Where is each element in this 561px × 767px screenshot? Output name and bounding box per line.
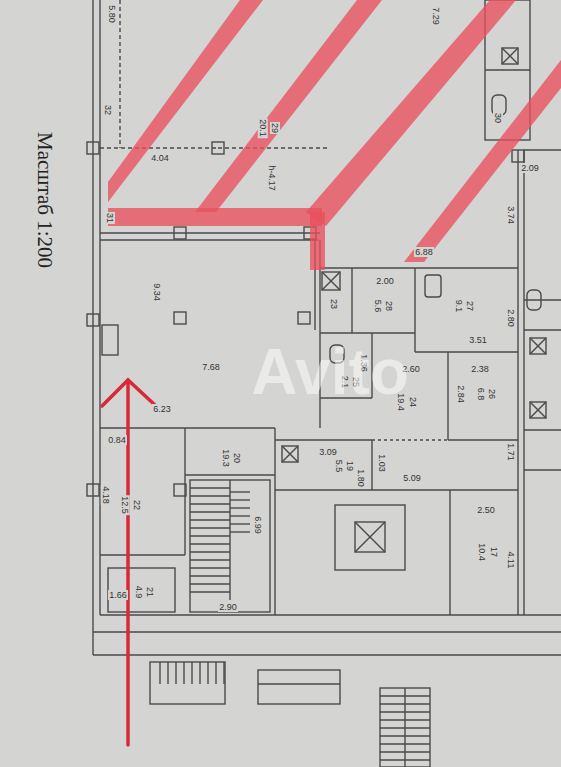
plan-label: 6.99 xyxy=(253,515,263,535)
stair-step xyxy=(230,499,250,500)
scale-title: Масштаб 1:200 xyxy=(34,131,56,269)
plan-label: 2.00 xyxy=(375,276,395,286)
plan-label: 5.5 xyxy=(334,459,344,474)
plan-label: 28 xyxy=(384,300,394,312)
stair-step xyxy=(190,575,230,576)
plan-label: 19.3 xyxy=(221,448,231,468)
plan-label: 1.66 xyxy=(108,590,128,600)
plan-label: 5.80 xyxy=(107,4,117,24)
watermark: Avito xyxy=(250,339,410,405)
stair-step xyxy=(230,515,250,516)
stair-step xyxy=(230,491,250,492)
stair-step xyxy=(191,662,192,684)
plan-label: 4.11 xyxy=(506,551,516,570)
stair-step xyxy=(190,559,230,560)
stair-step xyxy=(223,662,224,684)
plan-label: 2.80 xyxy=(506,308,516,328)
stair-step xyxy=(190,551,230,552)
plan-label: 10.4 xyxy=(477,542,487,562)
plan-label: 3.74 xyxy=(506,205,516,225)
plan-label: 9.1 xyxy=(454,299,464,314)
plan-label: 1.71 xyxy=(506,442,516,462)
plan-label: 23 xyxy=(329,298,339,310)
plan-label: 6.23 xyxy=(152,404,172,414)
plan-label: 27 xyxy=(465,300,475,312)
plan-label: 6.88 xyxy=(414,247,434,257)
plan-label: 22 xyxy=(132,499,142,511)
stair-step xyxy=(190,519,230,520)
plan-label: 24 xyxy=(408,396,418,408)
plan-label: 20.1 xyxy=(258,118,268,138)
plan-label: 31 xyxy=(105,212,115,224)
stair-step xyxy=(190,567,230,568)
plan-label: 17 xyxy=(489,546,499,558)
stair-step xyxy=(190,583,230,584)
plan-label: 29 xyxy=(270,122,280,134)
plan-label: 2.50 xyxy=(476,505,496,515)
stair-step xyxy=(190,487,230,488)
stair-step xyxy=(190,511,230,512)
plan-label: 26 xyxy=(487,388,497,400)
plan-label: 4.18 xyxy=(101,485,111,505)
stair-step xyxy=(404,688,405,767)
stair-step xyxy=(230,531,250,532)
stair-step xyxy=(230,507,250,508)
stair-step xyxy=(167,662,168,684)
stair-step xyxy=(199,662,200,684)
stair-step xyxy=(230,523,250,524)
stair-step xyxy=(183,662,184,684)
plan-label: 2.90 xyxy=(218,602,238,612)
plan-label: 4.04 xyxy=(150,153,170,163)
stair-step xyxy=(190,591,230,592)
plan-label: 1.03 xyxy=(377,453,387,473)
stair-step xyxy=(159,662,160,684)
plan-label: 7.29 xyxy=(431,6,441,26)
plan-label: 21 xyxy=(145,586,155,598)
stair-step xyxy=(190,535,230,536)
stair-step xyxy=(258,683,340,684)
stair-step xyxy=(190,495,230,496)
plan-label: 4.9 xyxy=(134,585,144,600)
plan-label: 2.38 xyxy=(470,364,490,374)
plan-label: h-4.17 xyxy=(267,164,277,192)
plan-label: 20 xyxy=(232,452,242,464)
plan-label: 6.8 xyxy=(476,387,486,402)
plan-label: 19 xyxy=(345,460,355,472)
stair-step xyxy=(190,503,230,504)
stair-step xyxy=(175,662,176,684)
plan-label: 2.09 xyxy=(520,163,540,173)
plan-label: 30 xyxy=(493,112,503,124)
plan-label: 3.09 xyxy=(318,447,338,457)
stair-step xyxy=(190,543,230,544)
plan-label: 12.5 xyxy=(120,495,130,515)
stair-step xyxy=(190,527,230,528)
plan-label: 0.84 xyxy=(107,435,127,445)
stair-step xyxy=(215,662,216,684)
plan-label: 7.68 xyxy=(201,362,221,372)
plan-label: 5.09 xyxy=(402,473,422,483)
plan-label: 3.51 xyxy=(468,335,488,345)
plan-label: 32 xyxy=(103,104,113,116)
plan-label: 2.84 xyxy=(456,384,466,404)
plan-label: 5.6 xyxy=(373,299,383,314)
plan-label: 1.80 xyxy=(356,468,366,488)
stair-step xyxy=(207,662,208,684)
plan-label: 9.34 xyxy=(152,282,162,302)
